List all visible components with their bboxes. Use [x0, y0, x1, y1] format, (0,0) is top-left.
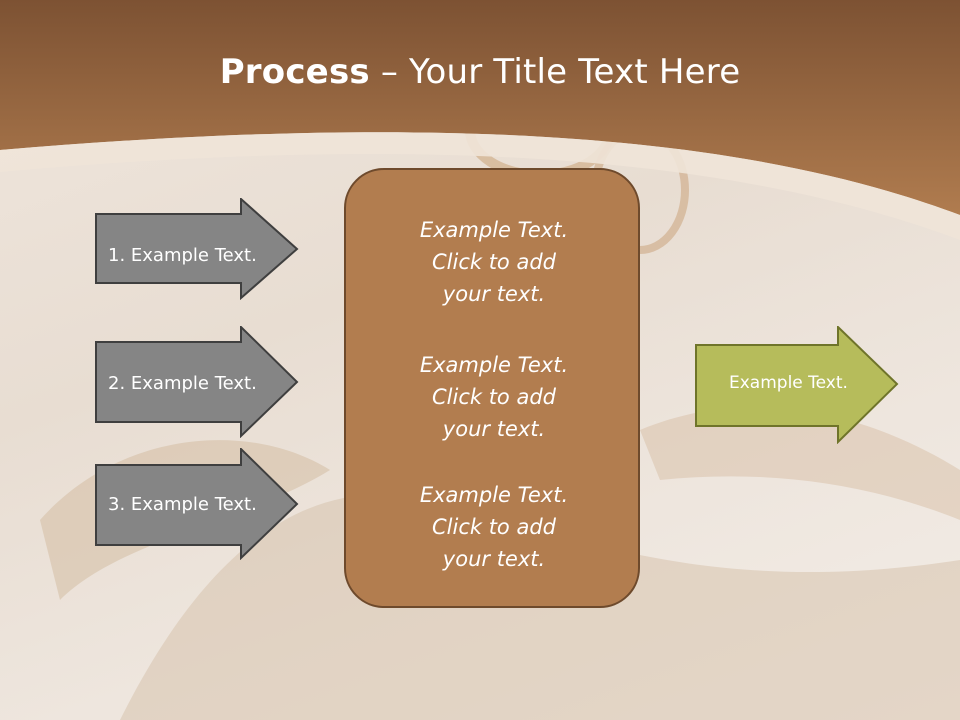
block-3-line-1: Example Text.: [419, 483, 569, 507]
input-arrow-1-label: 1. Example Text.: [108, 245, 257, 266]
process-text-block-3: Example Text. Click to add your text.: [346, 479, 642, 575]
process-box[interactable]: Example Text. Click to add your text. Ex…: [344, 168, 640, 608]
slide-title: Process – Your Title Text Here: [0, 52, 960, 92]
block-3-line-2: Click to add: [431, 515, 556, 539]
header-swoosh: [0, 132, 960, 240]
block-1-line-1: Example Text.: [419, 218, 569, 242]
process-text-block-1: Example Text. Click to add your text.: [346, 214, 642, 310]
block-1-line-3: your text.: [442, 282, 546, 306]
block-1-line-2: Click to add: [431, 250, 556, 274]
block-3-line-3: your text.: [442, 547, 546, 571]
output-arrow-label: Example Text.: [729, 373, 848, 393]
title-bold: Process: [219, 52, 370, 92]
block-2-line-2: Click to add: [431, 385, 556, 409]
title-rest: – Your Title Text Here: [369, 52, 741, 92]
block-2-line-1: Example Text.: [419, 353, 569, 377]
input-arrow-1[interactable]: [95, 198, 300, 300]
process-text-block-2: Example Text. Click to add your text.: [346, 349, 642, 445]
block-2-line-3: your text.: [442, 417, 546, 441]
ribbon-shape: [640, 407, 960, 520]
input-arrow-2-label: 2. Example Text.: [108, 373, 257, 394]
input-arrow-2[interactable]: [95, 326, 300, 438]
input-arrow-3[interactable]: [95, 448, 300, 560]
output-arrow[interactable]: [695, 326, 900, 444]
input-arrow-3-label: 3. Example Text.: [108, 494, 257, 515]
header-band: [0, 0, 960, 215]
